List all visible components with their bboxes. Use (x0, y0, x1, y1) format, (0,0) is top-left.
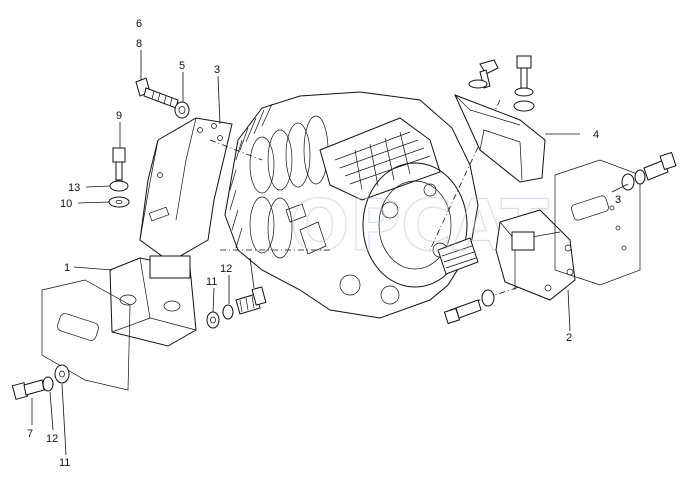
middle-fastener-stack (206, 286, 267, 329)
callout-12-mid: 12 (220, 263, 232, 275)
right-mounting-plate (554, 159, 641, 286)
callout-10: 10 (60, 198, 72, 210)
callout-1: 1 (64, 262, 70, 274)
callout-13: 13 (68, 182, 80, 194)
callout-5: 5 (179, 60, 185, 72)
left-support-bracket (139, 117, 233, 263)
callout-3-right: 3 (615, 194, 621, 206)
leader-lines (31, 50, 629, 456)
callout-4: 4 (593, 129, 599, 141)
callout-2: 2 (566, 332, 572, 344)
washer-5 (174, 101, 190, 119)
transmission-housing (224, 91, 479, 319)
right-top-bolts (468, 55, 535, 112)
left-mount-pad (109, 255, 197, 347)
callout-11-mid: 11 (206, 276, 217, 288)
bolt-9-stack (108, 147, 130, 208)
bottom-left-fastener-stack (11, 364, 70, 400)
right-mount-pad (495, 209, 576, 301)
right-upper-bracket (454, 94, 546, 183)
assembly-line-left-bracket (209, 139, 263, 161)
callout-7-bottom: 7 (27, 428, 33, 440)
right-side-bolts (621, 151, 677, 191)
callout-11-bottom: 11 (59, 457, 70, 469)
bolt-top-left (135, 77, 179, 109)
callout-6: 6 (136, 18, 142, 30)
left-mounting-plate (41, 279, 131, 391)
callout-12-bottom: 12 (46, 433, 58, 445)
callout-9: 9 (116, 110, 122, 122)
callout-3-left: 3 (214, 64, 220, 76)
lower-right-bolt (443, 289, 495, 325)
callout-8: 8 (136, 38, 142, 50)
